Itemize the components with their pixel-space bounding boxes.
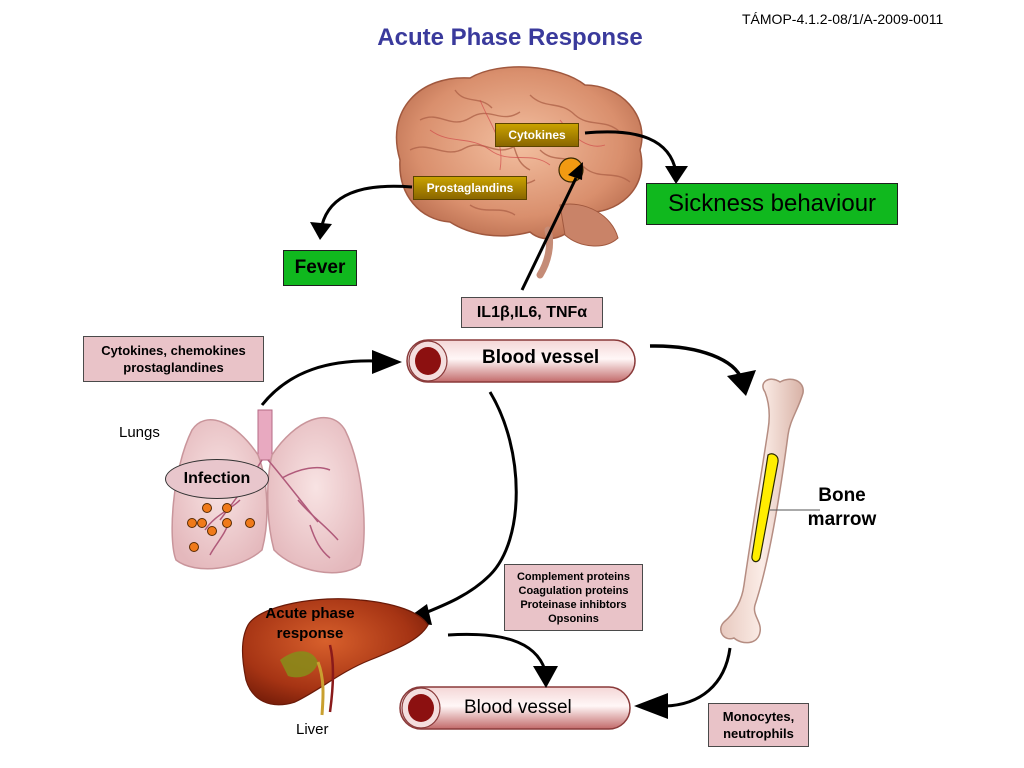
bone-illustration — [720, 378, 804, 644]
lower-vessel-shape — [399, 686, 631, 730]
lung-mediators-box: Cytokines, chemokines prostaglandines — [83, 336, 264, 382]
protein-item-4: Opsonins — [548, 612, 599, 625]
protein-item-2: Coagulation proteins — [518, 584, 629, 597]
sickness-behaviour-box: Sickness behaviour — [646, 183, 898, 225]
arrow-lungs-to-vessel-head — [372, 350, 402, 374]
bone-marrow-line1: Bone — [818, 485, 866, 506]
arrow-to-sickness — [584, 130, 678, 173]
arrow-vessel-to-liver — [419, 391, 518, 617]
arrow-il-to-brain-head — [568, 162, 583, 180]
prostaglandins-label: Prostaglandins — [413, 176, 527, 200]
liver-illustration — [241, 598, 429, 716]
page-code: TÁMOP-4.1.2-08/1/A-2009-0011 — [742, 11, 944, 27]
protein-item-1: Complement proteins — [516, 570, 631, 583]
arrow-to-sickness-head — [665, 166, 688, 184]
arrow-bone-to-vessel-head — [634, 693, 668, 719]
acute-phase-line1: Acute phase — [265, 605, 355, 622]
bone-marrow-line2: marrow — [807, 509, 877, 530]
arrow-liver-to-vessel-head — [533, 666, 558, 688]
arrow-vessel-to-bone-head — [727, 370, 756, 396]
lungs-label: Lungs — [119, 424, 160, 441]
infection-particles — [187, 503, 255, 552]
immune-cells-box: Monocytes, neutrophils — [708, 703, 809, 747]
lower-vessel-label: Blood vessel — [464, 697, 572, 718]
fever-box: Fever — [283, 250, 357, 286]
lung-mediators-line1: Cytokines, chemokines — [101, 343, 246, 358]
acute-phase-proteins-box: Complement proteins Coagulation proteins… — [504, 564, 643, 631]
infection-ellipse: Infection — [165, 459, 269, 499]
arrow-lungs-to-vessel — [260, 359, 376, 406]
arrow-il-to-brain — [520, 177, 578, 291]
lung-mediators-line2: prostaglandines — [123, 360, 224, 375]
arrow-liver-to-vessel — [447, 632, 547, 671]
protein-item-3: Proteinase inhibtors — [520, 598, 627, 611]
arrow-to-fever-head — [310, 222, 332, 240]
upper-vessel-shape — [406, 339, 636, 383]
bone-marrow-label: Bone marrow — [804, 484, 880, 532]
arrow-vessel-to-bone — [649, 344, 744, 381]
immune-cells-line1: Monocytes, — [722, 709, 795, 724]
immune-cells-line2: neutrophils — [723, 726, 794, 741]
acute-phase-line2: response — [276, 625, 344, 642]
acute-phase-response-label: Acute phase response — [248, 603, 372, 645]
page-title: Acute Phase Response — [377, 24, 643, 51]
arrow-to-fever — [320, 184, 413, 226]
cytokines-label: Cytokines — [495, 123, 579, 147]
liver-label: Liver — [296, 721, 329, 738]
brain-illustration — [395, 66, 643, 279]
upper-vessel-label: Blood vessel — [482, 347, 600, 368]
cytokine-mediators-box: IL1β,IL6, TNFα — [461, 297, 603, 328]
arrow-bone-to-vessel — [664, 647, 732, 708]
